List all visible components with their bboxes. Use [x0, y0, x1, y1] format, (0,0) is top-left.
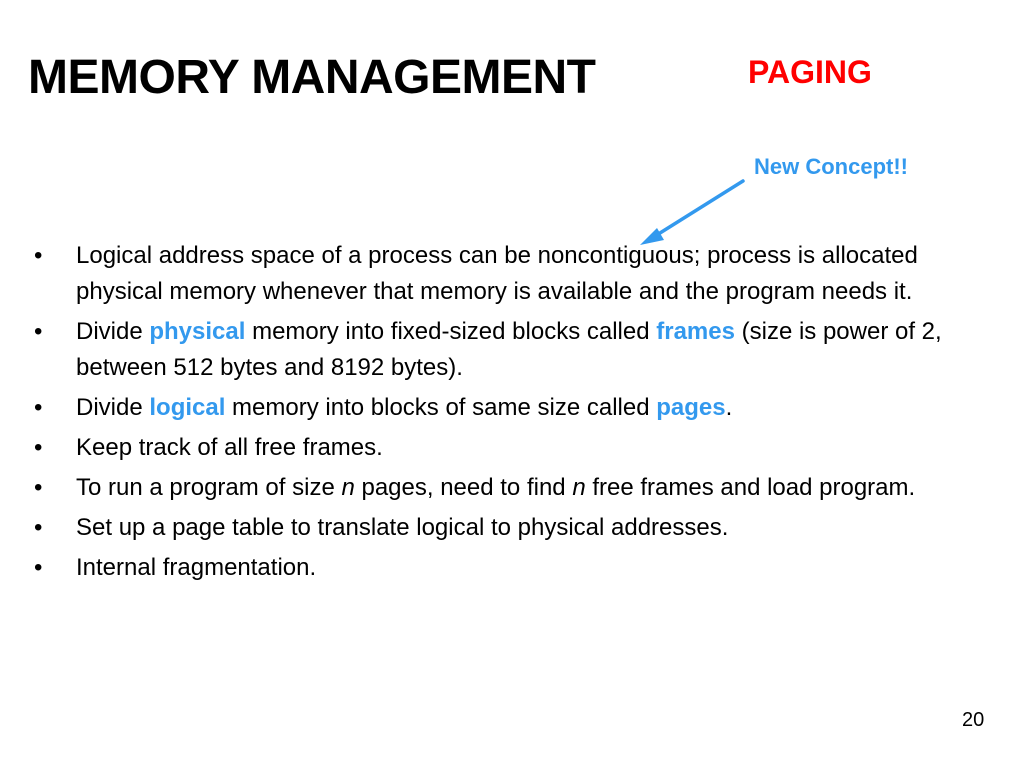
bullet-text: free frames and load program. [585, 474, 916, 501]
bullet-item-fragmentation: • Internal fragmentation. [28, 550, 978, 586]
bullet-list: • Logical address space of a process can… [28, 238, 978, 590]
bullet-text: Keep track of all free frames. [76, 434, 383, 461]
bullet-text: To run a program of size [76, 474, 342, 501]
bullet-text: Set up a page table to translate logical… [76, 514, 729, 541]
bullet-item-run-program: • To run a program of size n pages, need… [28, 470, 978, 506]
bullet-text: (size is power of 2, between 512 bytes a… [76, 318, 942, 381]
bullet-text: memory into fixed-sized blocks called [245, 318, 657, 345]
bullet-text: Divide [76, 318, 150, 345]
bullet-text: Logical address space of a process can b… [76, 242, 918, 305]
keyword-frames: frames [656, 318, 735, 345]
bullet-symbol: • [34, 394, 43, 421]
bullet-text: Internal fragmentation. [76, 554, 317, 581]
keyword-pages: pages [656, 394, 726, 421]
variable-n: n [572, 474, 586, 501]
bullet-symbol: • [34, 318, 43, 345]
page-number: 20 [962, 709, 985, 731]
new-concept-callout: New Concept!! [754, 154, 908, 179]
bullet-symbol: • [34, 242, 43, 269]
bullet-item-noncontiguous: • Logical address space of a process can… [28, 238, 978, 310]
bullet-text: Divide [76, 394, 150, 421]
bullet-item-frames: • Divide physical memory into fixed-size… [28, 314, 978, 386]
keyword-logical: logical [149, 394, 226, 421]
slide-title: MEMORY MANAGEMENT [28, 51, 596, 104]
slide-subtitle: PAGING [748, 54, 872, 90]
bullet-symbol: • [34, 434, 43, 461]
bullet-symbol: • [34, 474, 43, 501]
bullet-text: memory into blocks of same size called [225, 394, 657, 421]
bullet-text: pages, need to find [354, 474, 573, 501]
bullet-text: . [725, 394, 733, 421]
bullet-item-pages: • Divide logical memory into blocks of s… [28, 390, 978, 426]
bullet-item-free-frames: • Keep track of all free frames. [28, 430, 978, 466]
callout-arrow-shaft [650, 179, 745, 240]
keyword-physical: physical [149, 318, 246, 345]
variable-n: n [341, 474, 355, 501]
bullet-symbol: • [34, 514, 43, 541]
bullet-symbol: • [34, 554, 43, 581]
bullet-item-page-table: • Set up a page table to translate logic… [28, 510, 978, 546]
